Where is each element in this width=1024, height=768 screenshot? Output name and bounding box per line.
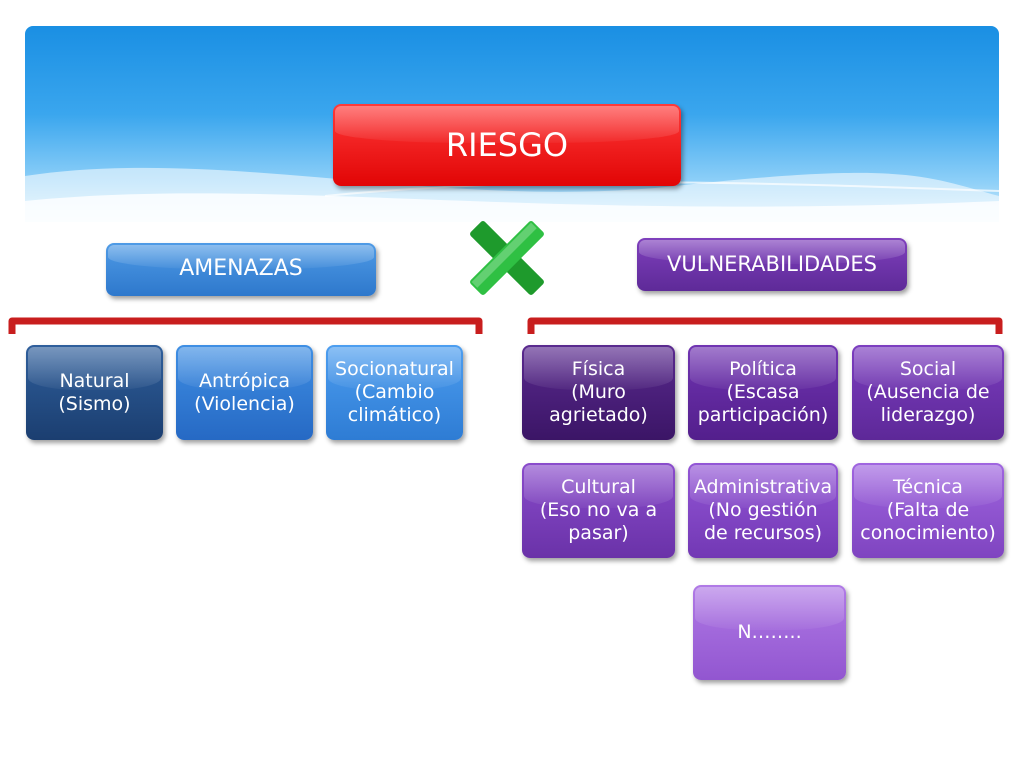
amenaza-antropica-label: Antrópica (Violencia) (194, 369, 295, 415)
vulnerabilidad-administrativa-label: Administrativa (No gestión de recursos) (693, 476, 833, 544)
vulnerabilidad-otras-box: N…….. (693, 585, 846, 680)
amenaza-antropica-box: Antrópica (Violencia) (176, 345, 313, 440)
riesgo-box: RIESGO (333, 104, 681, 186)
amenaza-socionatural-box: Socionatural (Cambio climático) (326, 345, 463, 440)
amenazas-label: AMENAZAS (179, 256, 303, 282)
vulnerabilidad-otras-label: N…….. (737, 621, 802, 644)
amenaza-socionatural-label: Socionatural (Cambio climático) (335, 358, 454, 426)
vulnerabilidad-social-label: Social (Ausencia de liderazgo) (866, 358, 990, 426)
vulnerabilidad-fisica-box: Física (Muro agrietado) (522, 345, 675, 440)
riesgo-label: RIESGO (445, 125, 569, 164)
amenazas-box: AMENAZAS (106, 243, 376, 296)
vulnerabilidad-politica-label: Política (Escasa participación) (697, 358, 829, 426)
vulnerabilidad-tecnica-box: Técnica (Falta de conocimiento) (852, 463, 1004, 558)
vulnerabilidad-fisica-label: Física (Muro agrietado) (549, 358, 648, 426)
slide-header-background (25, 26, 999, 222)
wave-decoration (25, 167, 999, 222)
vulnerabilidades-box: VULNERABILIDADES (637, 238, 907, 291)
vulnerabilidad-social-box: Social (Ausencia de liderazgo) (852, 345, 1004, 440)
amenaza-natural-box: Natural (Sismo) (26, 345, 163, 440)
vulnerabilidad-tecnica-label: Técnica (Falta de conocimiento) (860, 476, 996, 544)
vulnerabilidad-cultural-box: Cultural (Eso no va a pasar) (522, 463, 675, 558)
vulnerabilidad-cultural-label: Cultural (Eso no va a pasar) (539, 476, 658, 544)
vulnerabilidades-label: VULNERABILIDADES (667, 251, 877, 276)
vulnerabilidad-politica-box: Política (Escasa participación) (688, 345, 838, 440)
amenaza-natural-label: Natural (Sismo) (58, 369, 131, 415)
vulnerabilidad-administrativa-box: Administrativa (No gestión de recursos) (688, 463, 838, 558)
